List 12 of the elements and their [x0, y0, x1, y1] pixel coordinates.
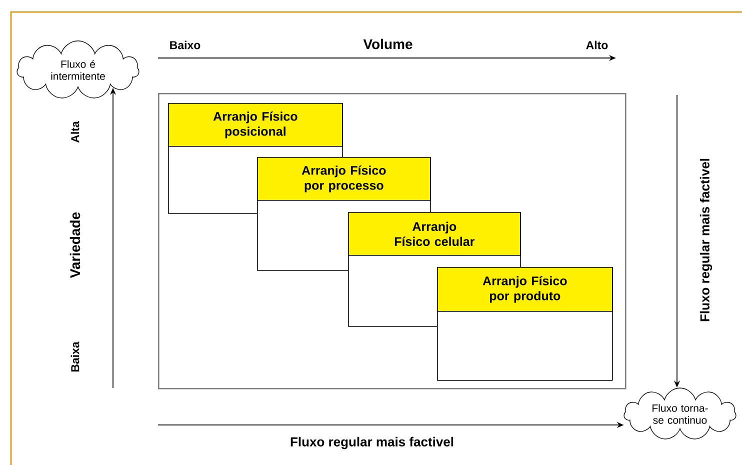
axis-title: Volume: [363, 38, 412, 50]
axis-label: Alto: [586, 40, 608, 50]
axis-title: Variedade: [70, 212, 80, 278]
axis-label: Baixo: [170, 40, 200, 50]
layout-box: Arranjo Físico por produto: [437, 266, 613, 381]
frame-box: [158, 93, 626, 390]
edge-label: Fluxo regular mais factivel: [698, 157, 714, 323]
axis-label: Alta: [70, 121, 80, 143]
cloud: Fluxo é intermitente: [16, 40, 140, 98]
axis-label: Baixa: [70, 342, 80, 372]
edge-label: Fluxo regular mais factivel: [289, 436, 455, 450]
cloud: Fluxo torna-se continuo: [624, 388, 736, 440]
